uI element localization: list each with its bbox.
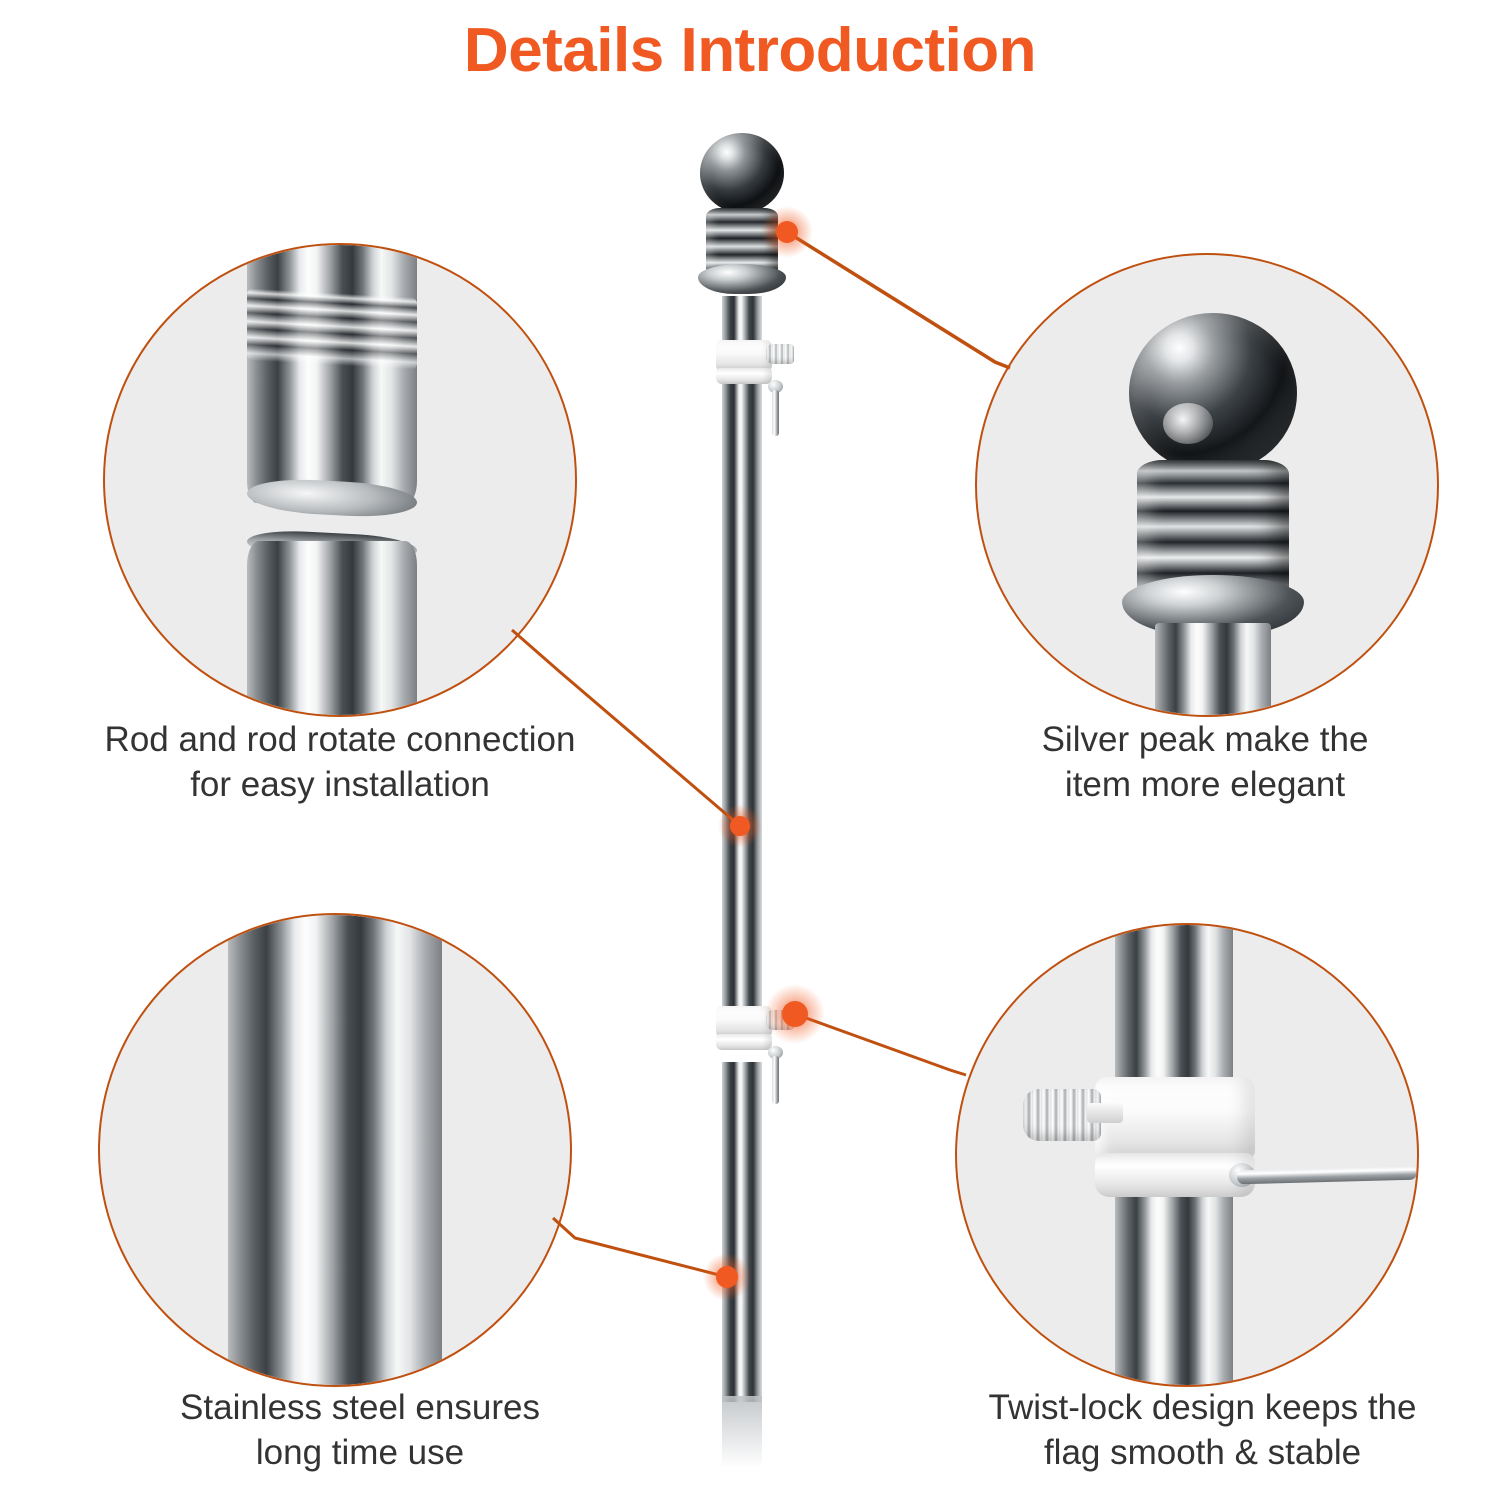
twist-lock-rotating-ring	[1095, 1153, 1255, 1197]
lower-hook-head	[768, 1046, 783, 1059]
lower-clip-collar	[716, 1006, 772, 1036]
silver-peak-photo	[977, 255, 1437, 715]
clip-rod-below	[1115, 1197, 1233, 1385]
twist-lock-photo	[957, 925, 1417, 1385]
page-title: Details Introduction	[463, 16, 1037, 85]
thumbscrew-stem	[1087, 1103, 1123, 1123]
caption-rod-connection: Rod and rod rotate connection for easy i…	[24, 718, 656, 808]
lower-thumbscrew-icon	[766, 1010, 794, 1030]
polished-rod-surface	[228, 915, 442, 1385]
caption-line-2: item more elegant	[1064, 764, 1346, 804]
stainless-steel-photo	[100, 915, 570, 1385]
caption-silver-peak: Silver peak make the item more elegant	[955, 718, 1455, 808]
finial-base-flare	[698, 264, 786, 294]
rod-shaft-closeup	[1155, 623, 1271, 715]
upper-rod-segment	[247, 245, 417, 503]
caption-line-2: flag smooth & stable	[1043, 1432, 1362, 1472]
rod-connection-photo	[105, 245, 575, 715]
caption-line-1: Rod and rod rotate connection	[104, 720, 576, 759]
upper-rod	[722, 296, 762, 1010]
detail-circle-rod-connection	[103, 243, 577, 717]
caption-stainless-steel: Stainless steel ensures long time use	[50, 1386, 670, 1476]
caption-line-2: for easy installation	[190, 764, 490, 804]
caption-line-2: long time use	[255, 1432, 465, 1472]
caption-line-1: Twist-lock design keeps the	[988, 1388, 1417, 1427]
upper-hook-arm	[772, 390, 779, 436]
lower-clip-ring	[716, 1034, 772, 1050]
upper-hook-head	[768, 380, 783, 393]
lower-rod-segment	[247, 541, 417, 715]
caption-line-1: Stainless steel ensures	[180, 1388, 540, 1427]
upper-clip-collar	[716, 340, 772, 370]
rod-fade-out	[722, 1396, 762, 1468]
detail-circle-silver-peak	[975, 253, 1439, 717]
caption-line-1: Silver peak make the	[1041, 720, 1369, 759]
upper-thumbscrew-icon	[766, 344, 794, 364]
clip-rod-above	[1115, 925, 1233, 1091]
detail-circle-twist-lock	[955, 923, 1419, 1387]
caption-twist-lock: Twist-lock design keeps the flag smooth …	[905, 1386, 1500, 1476]
lower-rod	[722, 1062, 762, 1402]
lower-hook-arm	[772, 1056, 779, 1104]
upper-clip-ring	[716, 368, 772, 384]
ball-finial	[700, 133, 784, 213]
ball-finial-closeup	[1129, 313, 1297, 473]
detail-circle-stainless-steel	[98, 913, 572, 1387]
